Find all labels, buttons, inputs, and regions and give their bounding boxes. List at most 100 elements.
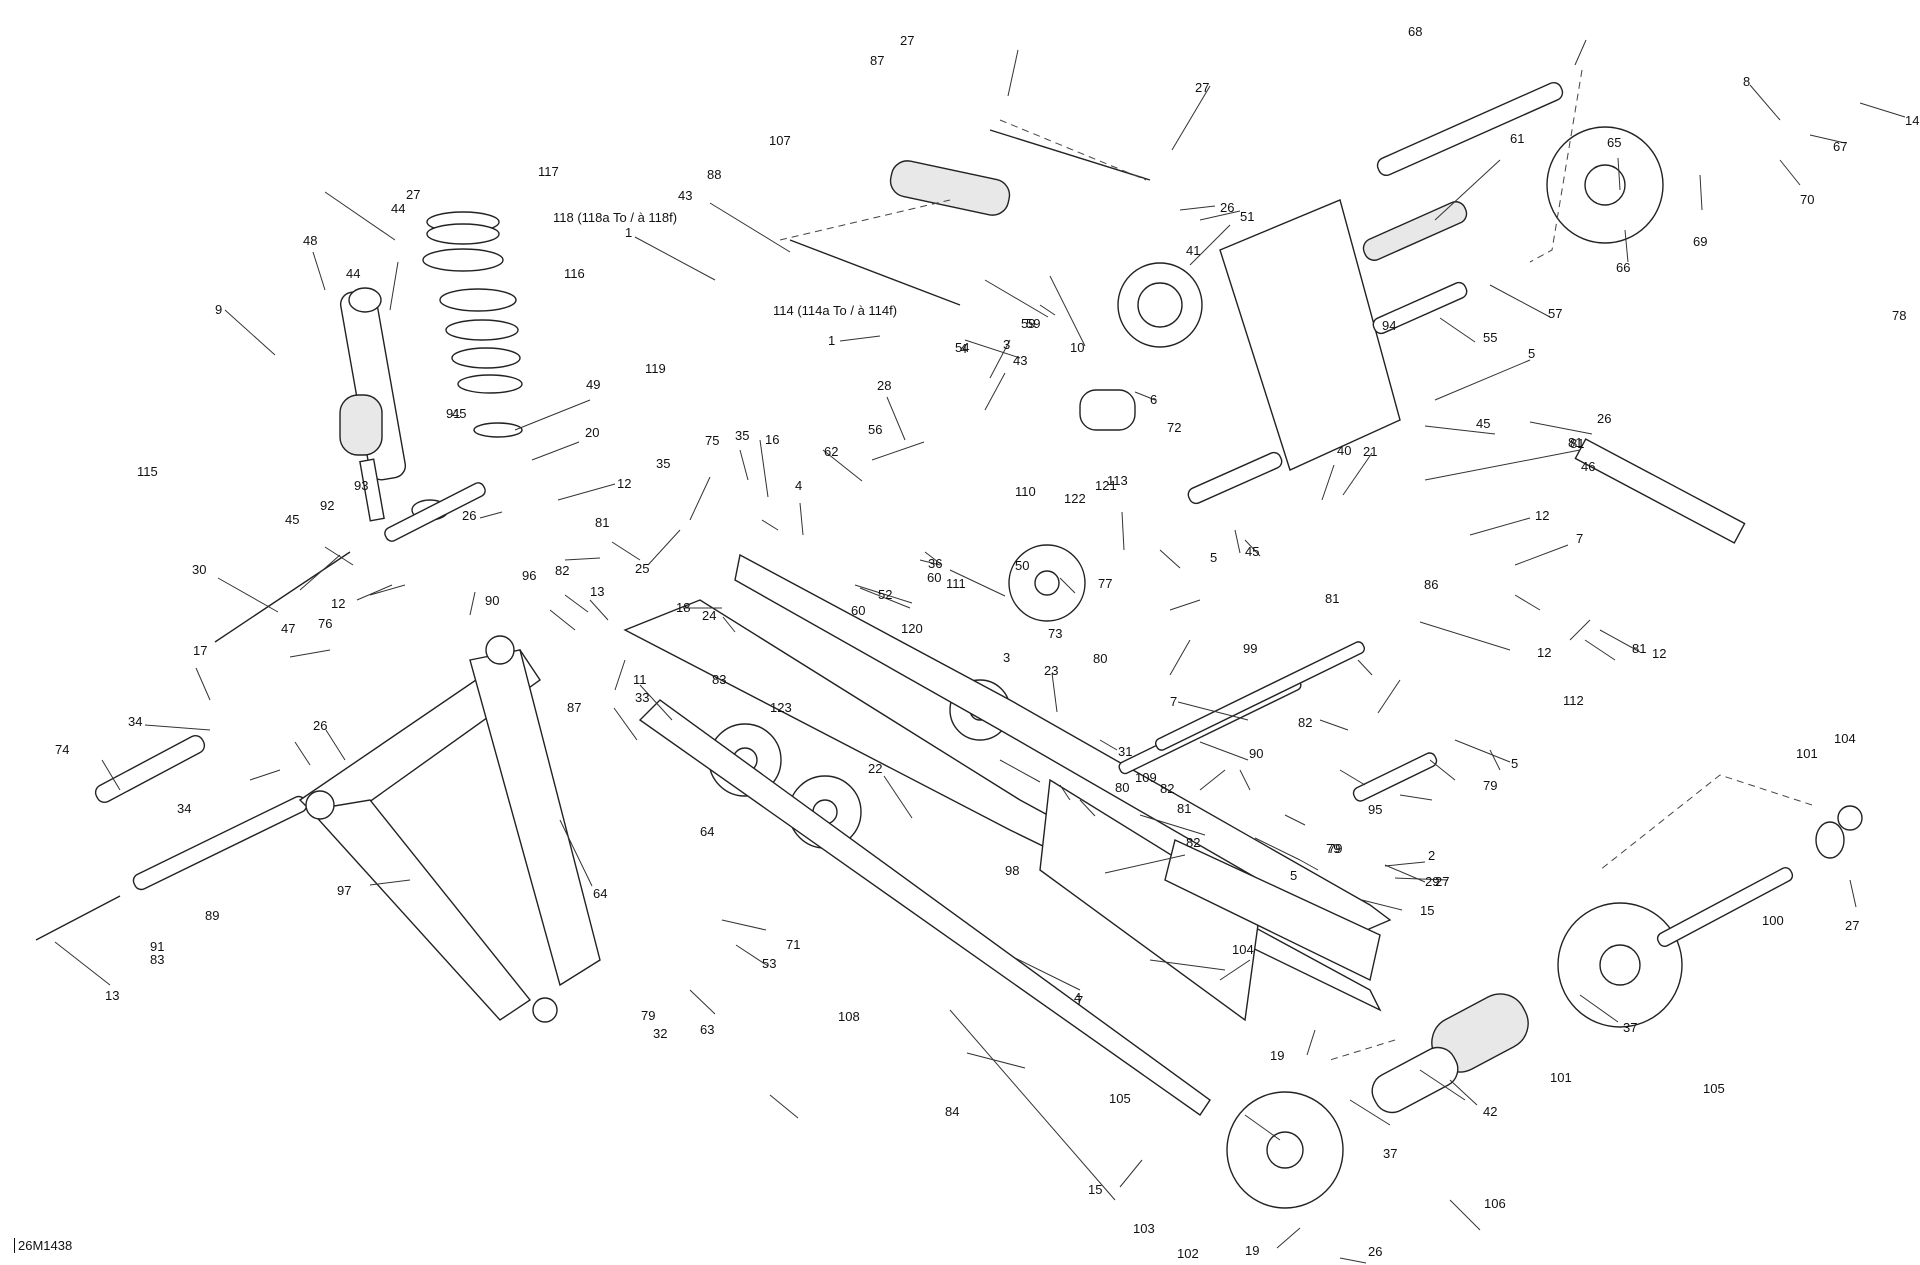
callout: 45 [1476,416,1490,431]
callout: 79 [641,1008,655,1023]
slide-rails [623,553,1392,1116]
callout: 111 [946,576,966,591]
callout: 57 [1548,306,1562,321]
callout: 60 [851,603,865,618]
callout: 27 [1435,874,1449,889]
callout: 50 [1015,558,1029,573]
parts-artwork [35,69,1863,1209]
callout: 63 [700,1022,714,1037]
callout: 15 [1420,903,1434,918]
callout: 88 [707,167,721,182]
callout: 26 [1220,200,1234,215]
callout: 108 [838,1009,860,1024]
callout: 67 [1833,139,1847,154]
callout: 96 [522,568,536,583]
callout: 64 [593,886,607,901]
callout: 123 [770,700,792,715]
callout: 104 [1834,731,1856,746]
callout: 120 [901,621,923,636]
callout: 4 [1074,990,1081,1005]
idler-wheels [708,126,1683,1209]
callout: 91 [446,406,460,421]
callout: 71 [786,937,800,952]
callout: 82 [1160,781,1174,796]
callout: 79 [1483,778,1497,793]
leader-lines [54,39,1906,1264]
callout: 81 [1177,801,1191,816]
callout-labels: 1 1 2 3 4 4 5 5 5 5 6 7 7 8 9 10 11 12 1… [55,24,1919,1261]
callout: 83 [150,952,164,967]
callout: 33 [635,690,649,705]
callout: 5 [1290,868,1297,883]
callout: 4 [960,341,967,356]
callout: 119 [645,361,666,376]
callout: 24 [702,608,716,623]
callout: 3 [1003,337,1010,352]
callout: 102 [1177,1246,1199,1261]
callout: 81 [595,515,609,530]
shock-absorber [339,287,449,522]
callout: 3 [1003,650,1010,665]
callout: 27 [406,187,420,202]
callout: 21 [1363,444,1377,459]
callout: 40 [1337,443,1351,458]
callout: 7 [1170,694,1177,709]
callout: 122 [1064,491,1086,506]
callout: 107 [769,133,791,148]
callout: 18 [676,600,690,615]
callout: 17 [193,643,207,658]
callout: 52 [878,587,892,602]
diagram-reference-code: 26M1438 [14,1238,72,1253]
callout: 9 [215,302,222,317]
callout: 90 [1249,746,1263,761]
callout: 30 [192,562,206,577]
callout: 35 [735,428,749,443]
callout: 82 [555,563,569,578]
callout: 94 [1382,318,1396,333]
callout: 121 [1095,478,1117,493]
callout: 6 [1150,392,1157,407]
callout: 90 [485,593,499,608]
callout: 104 [1232,942,1254,957]
callout: 79 [1328,841,1342,856]
callout: 2 [1428,848,1435,863]
callout: 109 [1135,770,1157,785]
callout: 26 [462,508,476,523]
callout: 82 [1298,715,1312,730]
callout: 27 [1195,80,1209,95]
callout: 64 [700,824,714,839]
assembly-dashed-lines [779,69,1813,1061]
callout: 35 [656,456,670,471]
callout: 12 [1652,646,1666,661]
rear-axle [1118,438,1863,1114]
callout: 23 [1044,663,1058,678]
callout: 92 [320,498,334,513]
callout: 103 [1133,1221,1155,1236]
callout: 69 [1693,234,1707,249]
callout: 115 [137,464,158,479]
callout: 44 [346,266,360,281]
callout: 45 [452,406,466,421]
callout: 84 [945,1104,959,1119]
callout: 82 [1186,835,1200,850]
callout: 65 [1607,135,1621,150]
callout: 20 [585,425,599,440]
callout: 8 [1743,74,1750,89]
callout: 4 [795,478,802,493]
callout: 54 [955,340,969,355]
callout: 36 [928,556,942,571]
callout: 45 [285,512,299,527]
callout: 42 [1483,1104,1497,1119]
callout: 61 [1510,131,1524,146]
callout: 81 [1632,641,1646,656]
callout: 110 [1015,484,1036,499]
callout: 72 [1167,420,1181,435]
callout: 7 [1576,531,1583,546]
callout: 28 [877,378,891,393]
callout: 62 [824,444,838,459]
callout: 7 [1076,993,1083,1008]
callout: 81 [1568,435,1582,450]
callout: 87 [567,700,581,715]
callout: 97 [337,883,351,898]
callout: 25 [635,561,649,576]
